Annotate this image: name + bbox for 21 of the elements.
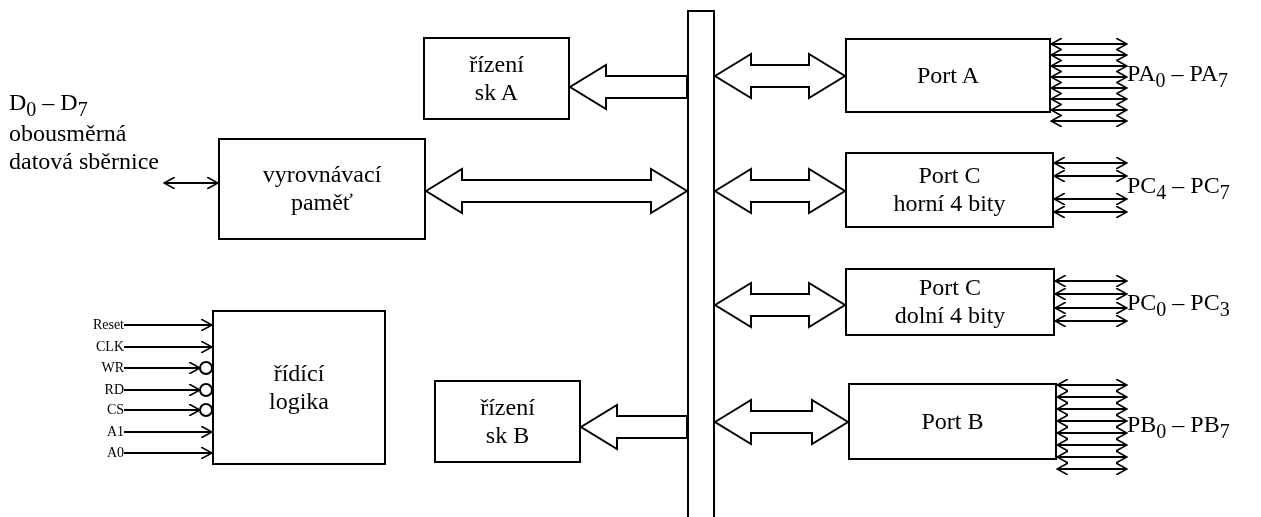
signal-label: CS [60,399,124,421]
signal-label: Reset [60,314,124,336]
pin-range-label: PA$_{0}$ – PA$_{7}$ [1127,60,1257,92]
process-box: řízení sk A [423,37,570,120]
signal-label: A0 [60,442,124,464]
port-box: Port C dolní 4 bity [845,268,1055,336]
port-box: Port A [845,38,1051,113]
signal-label: CLK [60,336,124,358]
signal-label: RD [60,379,124,401]
process-box: řídící logika [212,310,386,465]
signal-label: WR [60,357,124,379]
bus-label: D$_{0}$ – D$_{7}$ obousměrná datová sběrnice [4,62,164,202]
data-bus-bar [687,10,715,517]
process-box: vyrovnávací paměť [218,138,426,240]
pin-range-label: PC$_{0}$ – PC$_{3}$ [1127,289,1257,321]
port-box: Port B [848,383,1057,460]
pin-range-label: PB$_{0}$ – PB$_{7}$ [1127,411,1257,443]
process-box: řízení sk B [434,380,581,463]
port-box: Port C horní 4 bity [845,152,1054,228]
pin-range-label: PC$_{4}$ – PC$_{7}$ [1127,172,1257,204]
signal-label: A1 [60,421,124,443]
